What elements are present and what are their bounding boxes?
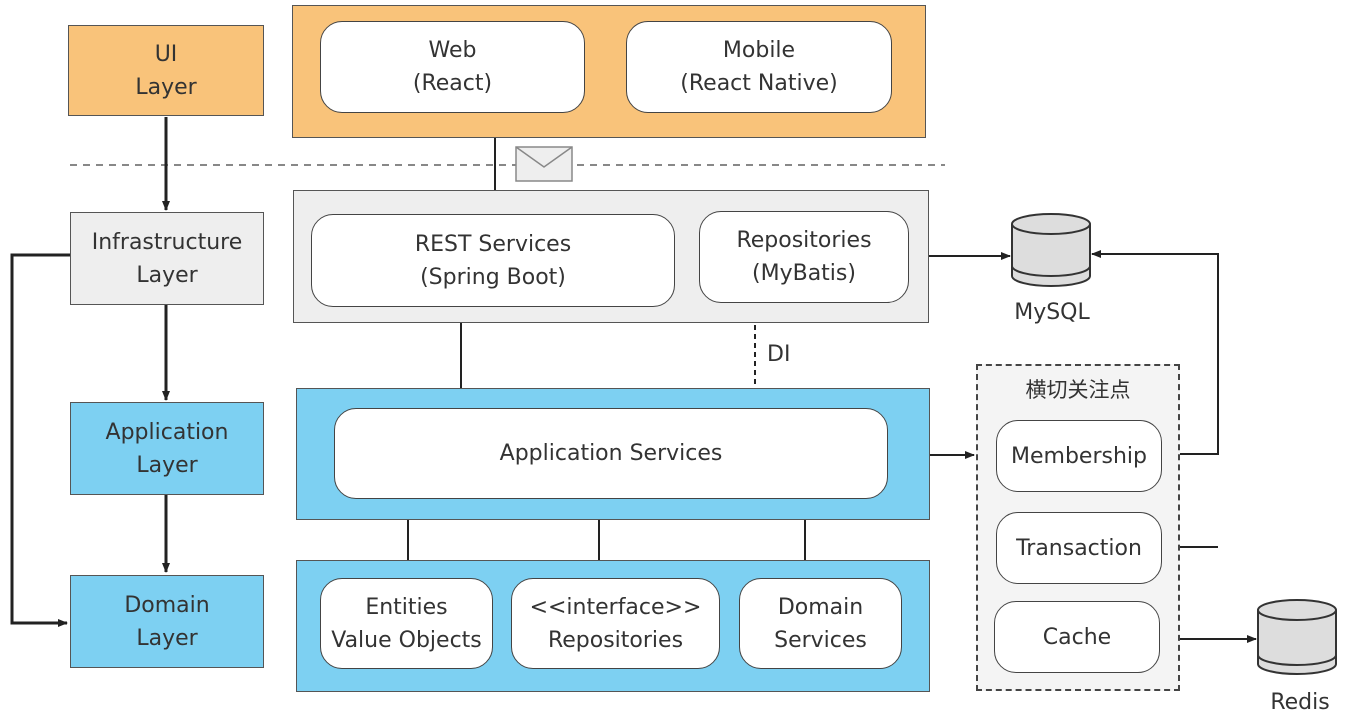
transaction-label: Transaction bbox=[1016, 535, 1142, 561]
infrastructure-layer-box: Infrastructure Layer bbox=[70, 212, 264, 305]
cache-label: Cache bbox=[1042, 624, 1112, 650]
rest-services-tech-label: (Spring Boot) bbox=[420, 264, 566, 290]
repositories-label: Repositories bbox=[736, 228, 872, 253]
mobile-react-native-box: Mobile (React Native) bbox=[626, 21, 892, 113]
interface-repositories-box: <<interface>> Repositories bbox=[511, 578, 720, 669]
mobile-tech-label: (React Native) bbox=[680, 71, 838, 96]
transaction-box: Transaction bbox=[996, 512, 1162, 584]
domain-services-box: Domain Services bbox=[739, 578, 902, 669]
infrastructure-layer-label-2: Layer bbox=[136, 262, 198, 288]
mysql-label: MySQL bbox=[1014, 300, 1090, 325]
domain-layer-box: Domain Layer bbox=[70, 575, 264, 668]
entities-value-objects-box: Entities Value Objects bbox=[320, 578, 493, 669]
ui-layer-label-1: UI bbox=[154, 41, 178, 67]
ui-layer-label-2: Layer bbox=[135, 74, 197, 100]
cache-box: Cache bbox=[994, 601, 1160, 673]
value-objects-label: Value Objects bbox=[331, 627, 482, 653]
application-layer-label-2: Layer bbox=[136, 452, 198, 478]
message-envelope-icon bbox=[515, 146, 573, 182]
domain-services-label-1: Domain bbox=[777, 594, 864, 620]
web-label: Web bbox=[428, 38, 477, 63]
application-layer-label-1: Application bbox=[105, 419, 229, 445]
repositories-tech-label: (MyBatis) bbox=[752, 261, 856, 286]
domain-layer-label-1: Domain bbox=[124, 592, 210, 618]
infra-to-domain-arrow bbox=[10, 253, 70, 627]
web-react-box: Web (React) bbox=[320, 21, 585, 113]
entities-label: Entities bbox=[365, 594, 448, 620]
rest-services-box: REST Services (Spring Boot) bbox=[311, 214, 675, 307]
application-services-box: Application Services bbox=[334, 408, 888, 499]
mobile-label: Mobile bbox=[722, 38, 796, 63]
mysql-database-icon bbox=[1011, 213, 1091, 287]
infrastructure-layer-label-1: Infrastructure bbox=[91, 229, 243, 255]
domain-services-label-2: Services bbox=[774, 627, 867, 653]
membership-label: Membership bbox=[1011, 443, 1147, 469]
rest-services-label: REST Services bbox=[414, 231, 572, 257]
application-services-label: Application Services bbox=[499, 441, 723, 466]
membership-to-mysql-arrow bbox=[1091, 250, 1219, 455]
domain-layer-label-2: Layer bbox=[136, 625, 198, 651]
interface-stereotype-label: <<interface>> bbox=[529, 594, 702, 620]
interface-repositories-label: Repositories bbox=[547, 627, 684, 653]
ui-layer-box: UI Layer bbox=[68, 25, 264, 116]
redis-label: Redis bbox=[1270, 690, 1330, 715]
redis-database-icon bbox=[1257, 599, 1337, 675]
repositories-mybatis-box: Repositories (MyBatis) bbox=[699, 211, 909, 303]
application-layer-box: Application Layer bbox=[70, 402, 264, 495]
membership-box: Membership bbox=[996, 420, 1162, 492]
di-label: DI bbox=[767, 342, 791, 367]
web-tech-label: (React) bbox=[412, 71, 493, 96]
cross-cutting-title: 横切关注点 bbox=[1025, 378, 1131, 402]
